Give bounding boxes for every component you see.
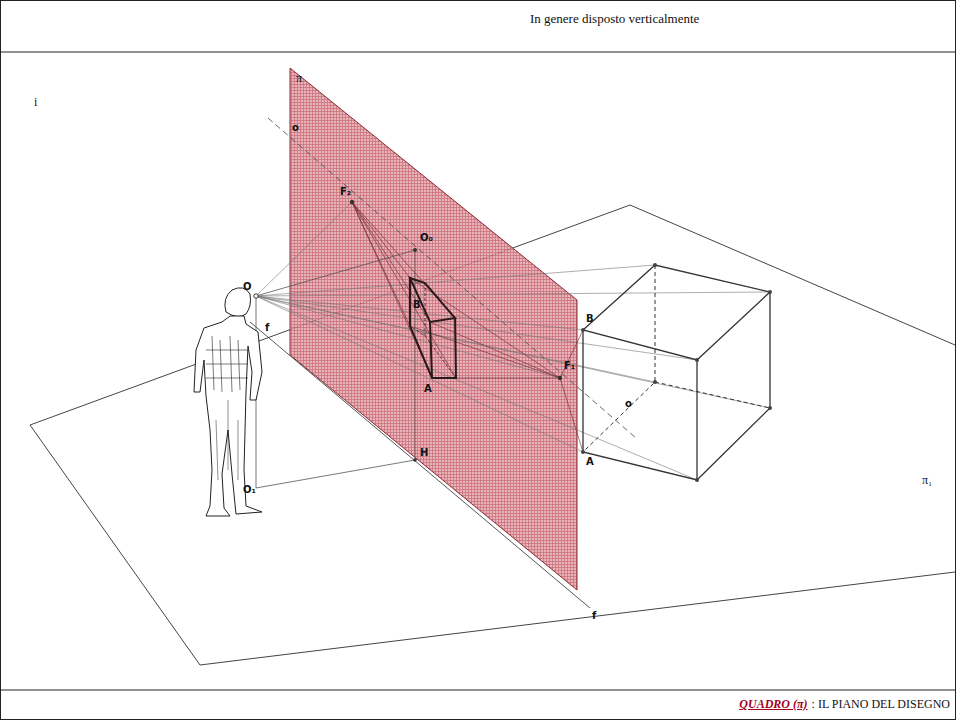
point-label: π xyxy=(296,72,302,85)
point-label: B xyxy=(413,299,421,310)
point-label: o xyxy=(292,122,299,133)
point-label: o xyxy=(625,398,632,409)
point-label: f xyxy=(265,322,269,333)
point-label: A xyxy=(424,383,432,394)
point-label: F₂ xyxy=(340,186,351,197)
point-label: O₁ xyxy=(243,484,256,495)
point-label: f xyxy=(592,610,596,621)
vertical-line xyxy=(415,252,416,460)
ground-point xyxy=(413,458,417,462)
caption: QUADRO (π) xyxy=(739,697,807,712)
eye-point xyxy=(254,294,258,298)
ground-projection-line xyxy=(256,460,415,488)
point-label: H xyxy=(420,447,428,458)
observer-figure xyxy=(194,288,262,516)
band-line xyxy=(0,690,956,691)
point-label: F₁ xyxy=(564,360,575,371)
point-label: O₀ xyxy=(420,232,433,243)
ground-line xyxy=(578,598,590,608)
note: In genere disposto verticalmente xyxy=(530,12,699,26)
point-label: O xyxy=(243,281,252,292)
vanishing-point xyxy=(558,376,562,380)
ground-line xyxy=(250,322,578,598)
point-label: π₁ xyxy=(922,474,932,487)
principal-axis xyxy=(268,118,636,438)
cube-hidden-edges xyxy=(583,265,770,452)
vanishing-point xyxy=(350,200,354,204)
cube xyxy=(583,265,770,480)
cube-perspective-hidden xyxy=(410,283,456,378)
picture-plane xyxy=(290,68,577,590)
visual-rays xyxy=(256,202,770,480)
vanishing-lines xyxy=(352,202,583,452)
band-line xyxy=(0,52,956,53)
cube-vertices xyxy=(581,263,772,482)
cube-perspective xyxy=(410,278,456,378)
point-label: B xyxy=(586,313,594,324)
point-label: A xyxy=(586,456,594,467)
principal-point xyxy=(413,248,417,252)
point-label: i xyxy=(34,96,37,109)
caption-text: : IL PIANO DEL DISEGNO xyxy=(812,697,950,712)
caption-row: QUADRO (π) : IL PIANO DEL DISEGNO xyxy=(739,697,950,712)
